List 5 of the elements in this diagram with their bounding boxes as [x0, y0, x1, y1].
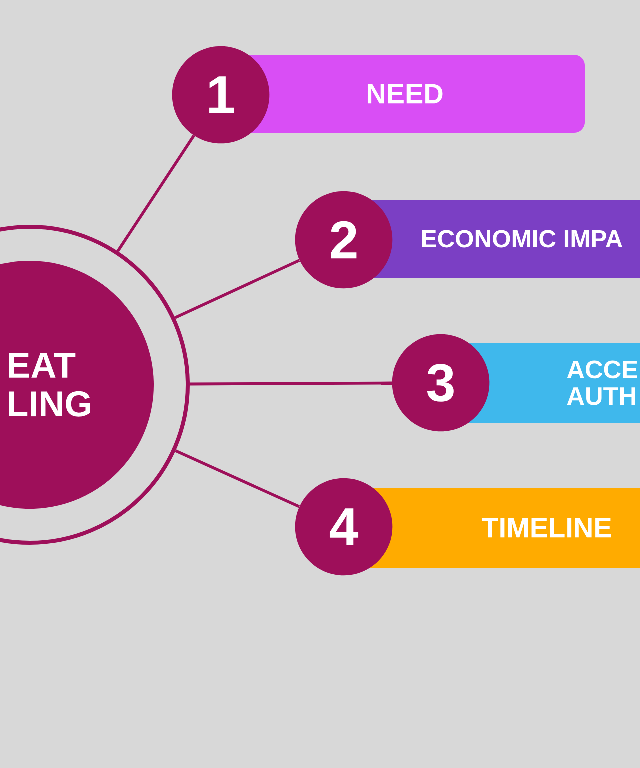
connector-line	[175, 450, 300, 508]
connector-line	[190, 382, 392, 386]
connector-line	[116, 135, 196, 252]
label-bar: NEED	[240, 55, 585, 133]
connector-line	[174, 259, 300, 320]
